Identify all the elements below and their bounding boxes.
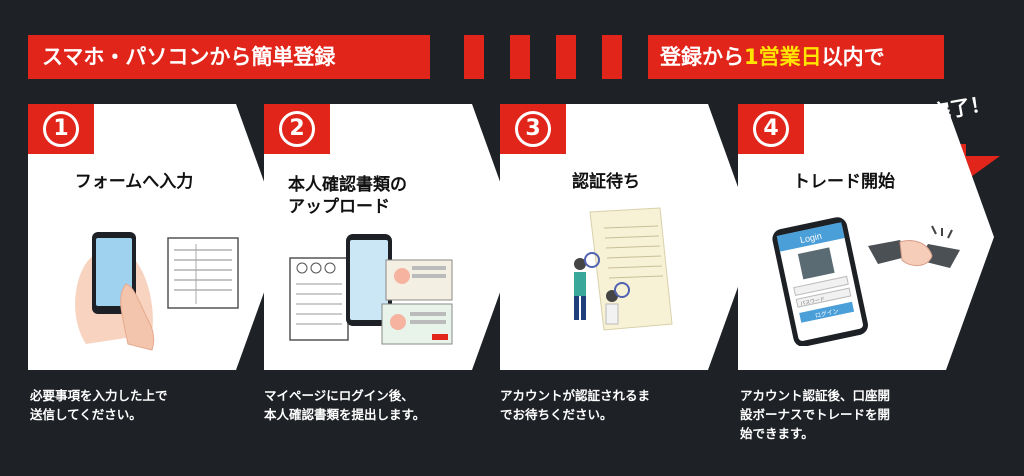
hand-smartphone-form-icon [75,232,239,351]
step-4-card: 4 トレード開始 Login パスワード ログイン [738,104,996,370]
step-1-description: 必要事項を入力した上で送信してください。 [30,388,168,422]
id-documents-icon [289,234,453,345]
step-2-description: マイページにログイン後、本人確認書類を提出します。 [264,388,426,422]
step-number-badge: 2 [264,104,330,154]
banner-divider [510,35,530,79]
step-3-description: アカウントが認証されるまでお待ちください。 [500,388,651,422]
step-1-card: 1 フォームへ入力 [28,104,286,370]
step-number-badge: 1 [28,104,94,154]
banner-easy-registration: スマホ・パソコンから簡単登録 [28,35,430,79]
step-title: トレード開始 [793,172,895,192]
svg-text:Login: Login [799,231,823,245]
login-handshake-icon: Login パスワード ログイン [772,217,960,346]
banner-divider [464,35,484,79]
step-number-badge: 3 [500,104,566,154]
svg-text:パスワード: パスワード [800,296,826,307]
step-number-badge: 4 [738,104,804,154]
step-4-description: アカウント認証後、口座開設ボーナスでトレードを開始できます。 [740,388,891,441]
step-title: 認証待ち [572,172,640,192]
step-title: 本人確認書類のアップロード [288,175,407,217]
step-title: フォームへ入力 [74,172,194,192]
step-2-card: 2 本人確認書類のアップロード [264,104,522,370]
step-3-card: 3 認証待ち [500,104,758,370]
document-review-icon [574,207,673,331]
banner-completion-time: 登録から1営業日以内で [648,35,944,79]
banner-divider [602,35,622,79]
banner-divider [556,35,576,79]
